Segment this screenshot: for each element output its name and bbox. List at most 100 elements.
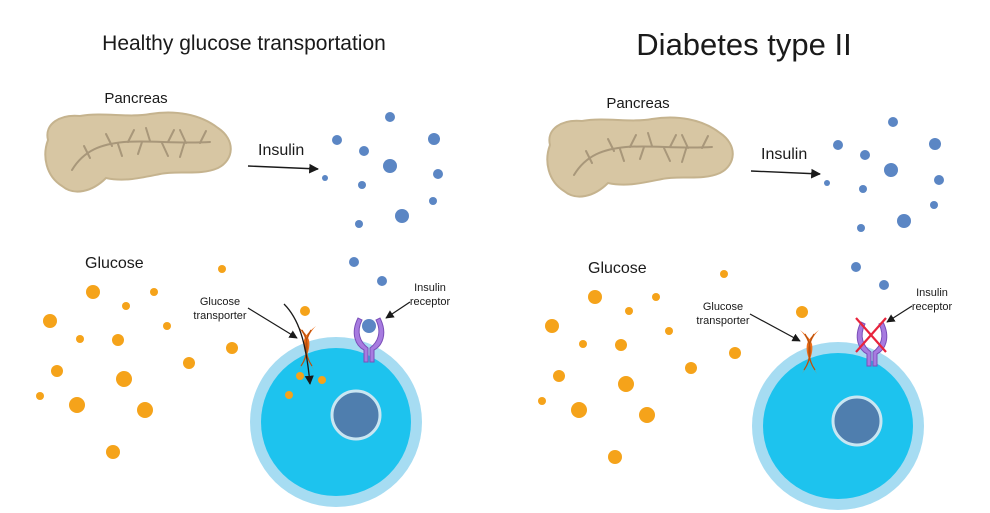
glucose-label: Glucose xyxy=(588,260,647,277)
insulin-molecule xyxy=(897,214,911,228)
glucose-molecules xyxy=(538,270,808,464)
insulin-molecule xyxy=(879,280,889,290)
insulin-molecule xyxy=(929,138,941,150)
insulin-molecule xyxy=(884,163,898,177)
glucose-molecule xyxy=(150,288,158,296)
transporter-label-line2: transporter xyxy=(696,315,750,327)
glucose-molecule xyxy=(538,397,546,405)
insulin-molecule xyxy=(359,146,369,156)
glucose-molecule xyxy=(300,306,310,316)
transporter-label-line2: transporter xyxy=(193,310,247,322)
insulin-molecule xyxy=(428,133,440,145)
insulin-molecule xyxy=(857,224,865,232)
panel-diabetes: Diabetes type II Pancreas Insulin xyxy=(538,27,953,510)
glucose-molecule xyxy=(553,370,565,382)
glucose-molecule xyxy=(285,391,293,399)
secretion-arrow xyxy=(750,168,821,179)
transporter-label-line1: Glucose xyxy=(703,301,743,313)
glucose-molecule xyxy=(116,371,132,387)
insulin-molecule xyxy=(322,175,328,181)
insulin-molecule xyxy=(934,175,944,185)
glucose-molecule xyxy=(69,397,85,413)
glucose-molecule xyxy=(218,265,226,273)
insulin-molecule xyxy=(860,150,870,160)
glucose-molecule xyxy=(226,342,238,354)
insulin-molecules xyxy=(322,112,443,286)
glucose-molecule xyxy=(608,450,622,464)
glucose-molecule xyxy=(122,302,130,310)
receptor-pointer xyxy=(886,305,913,323)
transporter-pointer xyxy=(247,307,298,339)
insulin-molecule xyxy=(332,135,342,145)
transporter-label-line1: Glucose xyxy=(200,296,240,308)
receptor-label-line2: receptor xyxy=(410,296,451,308)
panel-healthy: Healthy glucose transportation Pancreas … xyxy=(36,32,451,507)
insulin-molecule xyxy=(930,201,938,209)
receptor-pointer xyxy=(385,301,411,319)
bound-insulin xyxy=(362,319,376,333)
insulin-label: Insulin xyxy=(761,146,807,163)
glucose-molecule xyxy=(579,340,587,348)
insulin-molecule xyxy=(851,262,861,272)
glucose-molecule xyxy=(86,285,100,299)
insulin-molecule xyxy=(377,276,387,286)
receptor-label-line1: Insulin xyxy=(916,287,948,299)
glucose-molecule xyxy=(615,339,627,351)
glucose-transporter xyxy=(297,326,316,370)
glucose-molecule xyxy=(729,347,741,359)
insulin-molecule xyxy=(383,159,397,173)
receptor-label-line2: receptor xyxy=(912,301,953,313)
cell xyxy=(752,342,924,510)
secretion-arrow xyxy=(247,163,319,174)
glucose-molecule xyxy=(571,402,587,418)
receptor-label-line1: Insulin xyxy=(414,282,446,294)
glucose-molecule xyxy=(163,322,171,330)
glucose-molecule xyxy=(545,319,559,333)
glucose-molecule xyxy=(796,306,808,318)
insulin-molecule xyxy=(888,117,898,127)
glucose-molecule xyxy=(665,327,673,335)
glucose-molecule xyxy=(625,307,633,315)
glucose-molecule xyxy=(183,357,195,369)
glucose-inside-cell xyxy=(285,372,326,399)
glucose-molecule xyxy=(720,270,728,278)
insulin-molecule xyxy=(395,209,409,223)
glucose-transporter xyxy=(800,330,819,374)
insulin-molecule xyxy=(859,185,867,193)
cell xyxy=(250,337,422,507)
insulin-molecule xyxy=(433,169,443,179)
glucose-molecules xyxy=(36,265,310,459)
glucose-molecule xyxy=(652,293,660,301)
glucose-entry-arrow xyxy=(283,303,314,385)
glucose-molecule xyxy=(112,334,124,346)
glucose-molecule xyxy=(685,362,697,374)
glucose-label: Glucose xyxy=(85,255,144,272)
insulin-molecule xyxy=(358,181,366,189)
insulin-molecule xyxy=(824,180,830,186)
glucose-molecule xyxy=(36,392,44,400)
glucose-molecule xyxy=(51,365,63,377)
insulin-molecules xyxy=(824,117,944,290)
insulin-molecule xyxy=(429,197,437,205)
pancreas-label: Pancreas xyxy=(606,95,669,112)
transporter-pointer xyxy=(749,313,801,342)
insulin-receptor xyxy=(353,317,385,363)
nucleus xyxy=(330,389,382,441)
nucleus xyxy=(831,395,883,447)
insulin-label: Insulin xyxy=(258,142,304,159)
glucose-molecule xyxy=(106,445,120,459)
glucose-molecule xyxy=(318,376,326,384)
panel-title: Healthy glucose transportation xyxy=(102,32,386,55)
insulin-molecule xyxy=(349,257,359,267)
glucose-molecule xyxy=(76,335,84,343)
glucose-molecule xyxy=(296,372,304,380)
insulin-molecule xyxy=(385,112,395,122)
pancreas-organ xyxy=(546,116,734,198)
pancreas-organ xyxy=(44,111,232,193)
glucose-molecule xyxy=(137,402,153,418)
glucose-molecule xyxy=(618,376,634,392)
insulin-molecule xyxy=(833,140,843,150)
insulin-molecule xyxy=(355,220,363,228)
pancreas-label: Pancreas xyxy=(104,90,167,107)
